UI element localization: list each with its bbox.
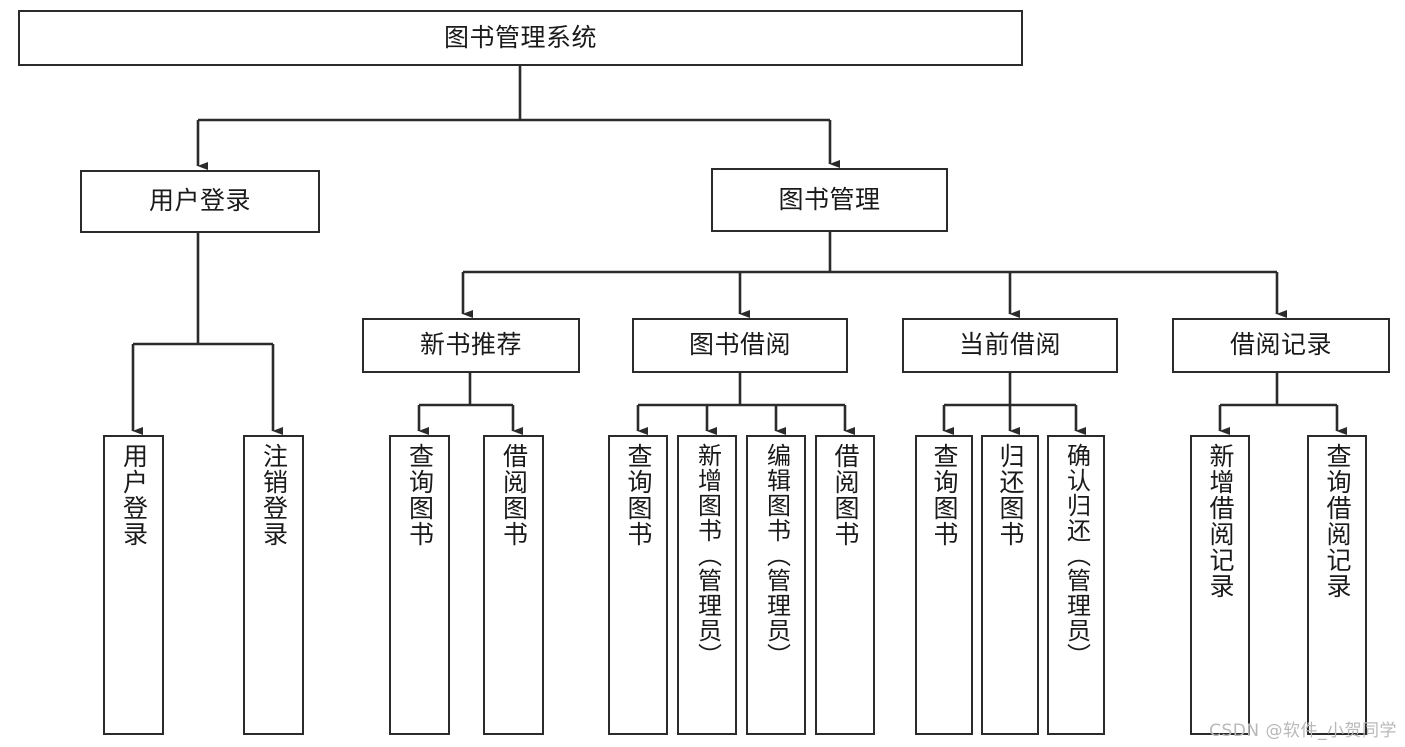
node-label: 图书借阅 [688,330,791,360]
node-label: 图书管理 [778,184,881,214]
leaf-add-borrow-record[interactable]: 新增借阅记录 [1190,435,1250,735]
leaf-logout[interactable]: 注销登录 [243,435,304,735]
leaf-user-login[interactable]: 用户登录 [103,435,164,735]
leaf-edit-book-admin[interactable]: 编辑图书（管理员） [746,435,806,735]
node-label: 查询图书 [624,443,653,547]
node-book-management[interactable]: 图书管理 [711,168,948,232]
node-label: 图书管理系统 [443,22,597,52]
node-label: 编辑图书（管理员） [762,443,791,668]
node-label: 确认归还（管理员） [1062,443,1091,668]
leaf-query-book-current[interactable]: 查询图书 [915,435,973,735]
leaf-borrow-book-recommend[interactable]: 借阅图书 [483,435,544,735]
node-label: 查询图书 [930,443,959,547]
node-user-login[interactable]: 用户登录 [80,170,320,233]
leaf-confirm-return-admin[interactable]: 确认归还（管理员） [1047,435,1105,735]
node-label: 借阅记录 [1229,330,1332,360]
node-label: 新增图书（管理员） [693,443,722,668]
node-label: 注销登录 [259,443,289,547]
node-label: 借阅图书 [831,443,860,547]
leaf-borrow-book[interactable]: 借阅图书 [815,435,875,735]
node-current-borrow[interactable]: 当前借阅 [902,318,1118,373]
node-label: 借阅图书 [499,443,529,547]
node-new-book-recommend[interactable]: 新书推荐 [362,318,580,373]
node-book-borrow[interactable]: 图书借阅 [632,318,848,373]
leaf-return-book[interactable]: 归还图书 [981,435,1039,735]
node-label: 归还图书 [996,443,1025,547]
node-root-system[interactable]: 图书管理系统 [18,10,1023,66]
node-label: 用户登录 [148,186,251,216]
leaf-query-borrow-record[interactable]: 查询借阅记录 [1307,435,1367,735]
leaf-query-book-borrow[interactable]: 查询图书 [608,435,668,735]
node-label: 查询图书 [405,443,435,547]
leaf-add-book-admin[interactable]: 新增图书（管理员） [677,435,737,735]
node-label: 用户登录 [119,443,149,547]
node-label: 新书推荐 [419,330,522,360]
node-label: 查询借阅记录 [1323,443,1352,599]
node-label: 当前借阅 [958,330,1061,360]
node-borrow-records[interactable]: 借阅记录 [1172,318,1390,373]
node-label: 新增借阅记录 [1206,443,1235,599]
leaf-query-book-recommend[interactable]: 查询图书 [389,435,450,735]
watermark: CSDN @软件_小贺同学 [1209,721,1397,741]
